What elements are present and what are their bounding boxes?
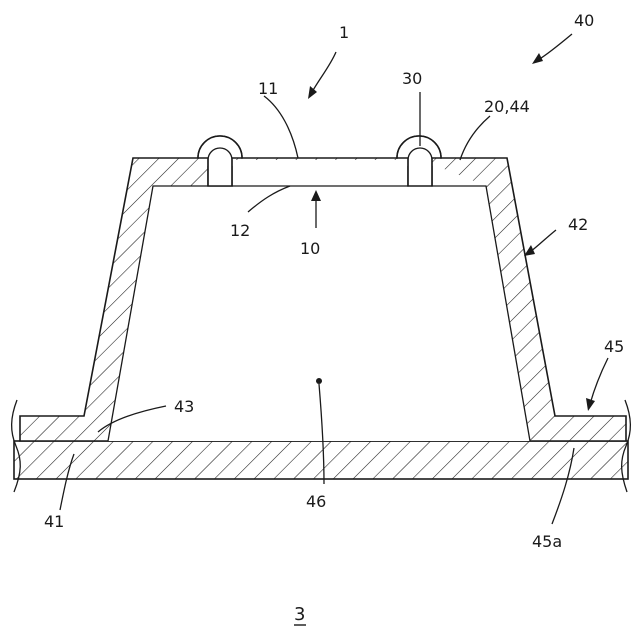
label-1: 1 — [339, 23, 349, 42]
label-41: 41 — [44, 512, 64, 531]
figure-number: 3 — [294, 604, 306, 625]
label-46: 46 — [306, 492, 326, 511]
label-45a: 45a — [532, 532, 562, 551]
label-30: 30 — [402, 69, 422, 88]
label-12: 12 — [230, 221, 250, 240]
figure-number-text: 3 — [294, 604, 305, 625]
label-42: 42 — [568, 215, 588, 234]
label-10: 10 — [300, 239, 320, 258]
label-20-44: 20,44 — [484, 97, 530, 116]
label-40: 40 — [574, 11, 594, 30]
label-43: 43 — [174, 397, 194, 416]
label-11: 11 — [258, 79, 278, 98]
inner-cavity-46 — [108, 160, 530, 441]
label-45: 45 — [604, 337, 624, 356]
cover-body-40 — [20, 136, 626, 441]
